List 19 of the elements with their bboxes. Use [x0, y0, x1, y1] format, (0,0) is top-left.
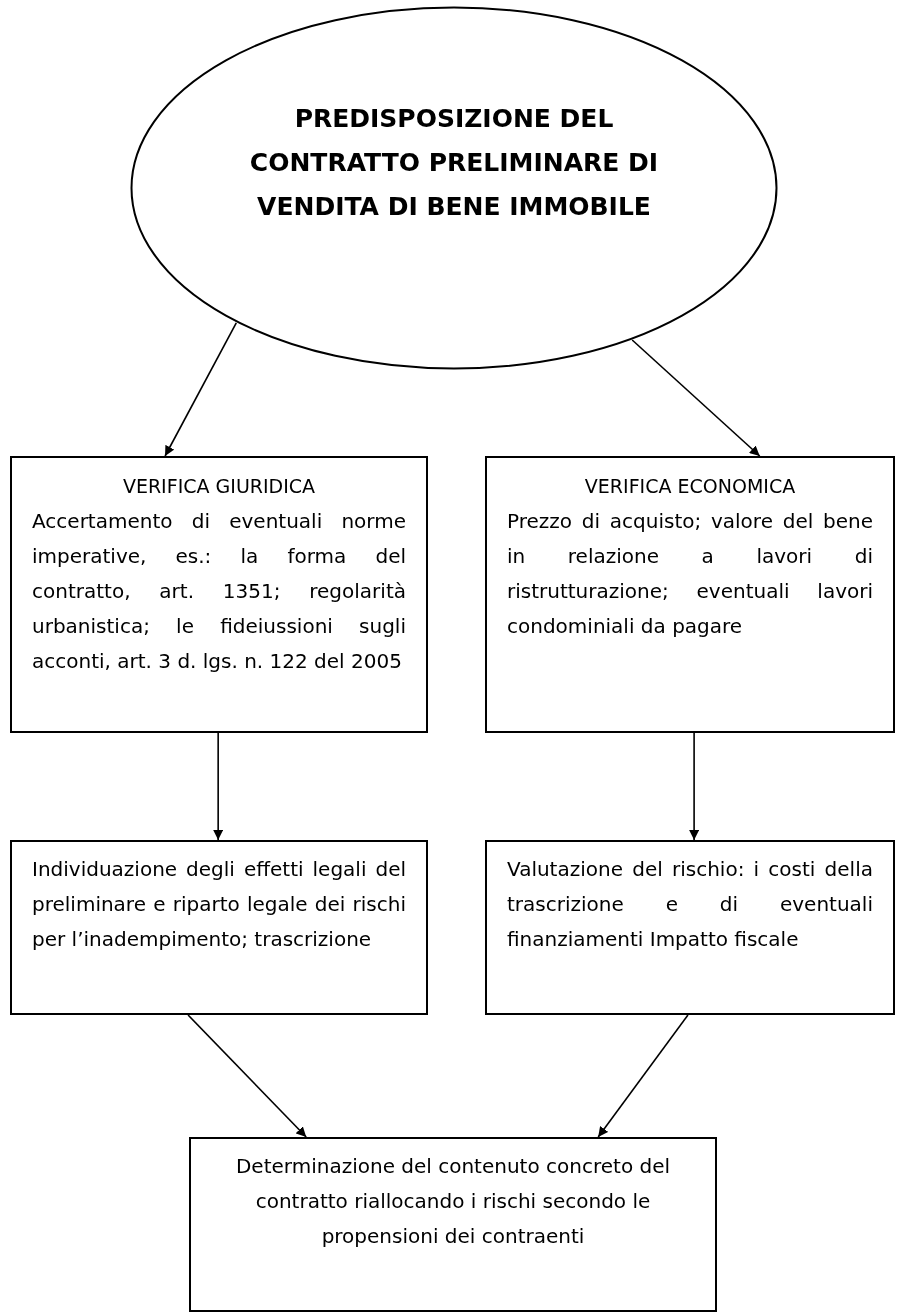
box-text: Accertamento di eventuali norme imperative, es.: la forma del contratto, art. 1351; regolarità urbanistica; le fideiussioni sugli acconti, art. 3 d. lgs. n. 122 del 2005	[32, 508, 406, 675]
arrow	[164, 321, 238, 457]
box-text: Determinazione del contenuto concreto del contratto riallocando i rischi secondo le propensioni dei contraenti	[234, 1153, 672, 1250]
title-text: PREDISPOSIZIONE DEL CONTRATTO PRELIMINARE DI VENDITA DI BENE IMMOBILE	[248, 103, 660, 223]
arrow	[213, 732, 224, 841]
box-text: Individuazione degli effetti legali del preliminare e riparto legale dei rischi per l’inadempimento; trascrizione	[32, 856, 406, 953]
box-heading: VERIFICA ECONOMICA	[583, 474, 797, 499]
arrow	[631, 339, 761, 457]
box-text: Valutazione del rischio: i costi della trascrizione e di eventuali finanziamenti Impatto fiscale	[507, 856, 873, 953]
arrow	[689, 732, 700, 841]
process-box	[189, 1137, 717, 1312]
process-box	[10, 840, 428, 1015]
arrow	[597, 1014, 689, 1138]
process-box	[485, 456, 895, 733]
box-heading: VERIFICA GIURIDICA	[121, 474, 317, 499]
arrow	[187, 1014, 308, 1138]
process-box	[10, 456, 428, 733]
box-text: Prezzo di acquisto; valore del bene in relazione a lavori di ristrutturazione; eventuali lavori condominiali da pagare	[507, 508, 873, 640]
process-box	[485, 840, 895, 1015]
